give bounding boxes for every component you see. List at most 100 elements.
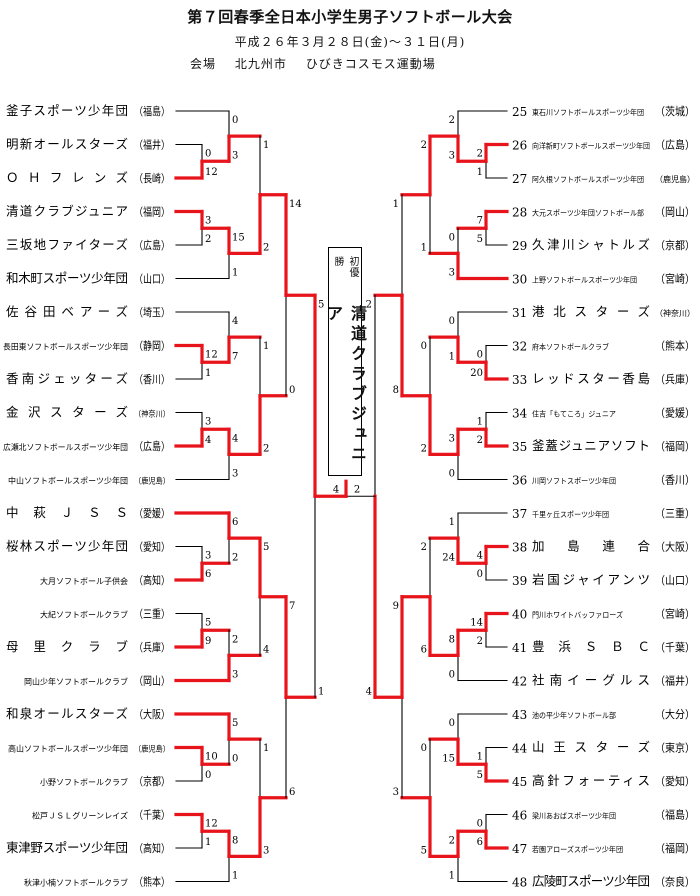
team-name: 門川ホワイトバッファローズ	[532, 610, 623, 620]
score-label: 5	[318, 299, 324, 310]
score-label: 1	[477, 752, 483, 763]
score-label: 3	[449, 268, 455, 279]
team-entry: 大月ソフトボール子供会（高知）	[40, 573, 170, 587]
team-prefecture: （奈良）	[655, 875, 695, 889]
team-name: 佐谷田ベアーズ	[6, 304, 128, 319]
team-name: 若園アローズスポーツ少年団	[532, 844, 623, 854]
score-label: 6	[232, 517, 238, 528]
team-entry: 中山ソフトボールスポーツ少年団（鹿児島）	[8, 476, 170, 486]
team-prefecture: （高知）	[134, 573, 170, 587]
score-label: 7	[289, 601, 295, 612]
score-label: 0	[477, 350, 483, 361]
team-prefecture: （福島）	[134, 104, 170, 118]
team-prefecture: （長崎）	[134, 171, 170, 185]
score-label: 15	[442, 753, 455, 764]
team-number: 36	[512, 474, 527, 488]
score-label: 9	[205, 636, 211, 647]
score-label: 7	[232, 351, 238, 362]
team-number: 32	[512, 340, 527, 354]
team-number: 25	[512, 105, 527, 119]
score-label: 3	[232, 150, 238, 161]
team-prefecture: （京都）	[655, 238, 695, 252]
team-entry: ＯＨフレンズ（長崎）	[6, 170, 170, 185]
team-name: 明新オールスターズ	[6, 137, 128, 152]
team-prefecture: （広島）	[134, 439, 170, 453]
team-prefecture: （三重）	[655, 506, 695, 520]
score-label: 5	[205, 618, 211, 629]
score-label: 1	[232, 871, 238, 882]
team-name: 豊浜ＳＢＣ	[532, 639, 650, 654]
team-prefecture: （熊本）	[655, 339, 695, 353]
score-label: 0	[449, 670, 455, 681]
team-name: 清道クラブジュニア	[6, 204, 128, 219]
team-prefecture: （山口）	[655, 574, 695, 587]
team-name: 中萩ＪＳＳ	[6, 505, 128, 520]
team-name: 山王スターズ	[532, 740, 650, 755]
score-label: 1	[263, 341, 269, 352]
team-name: 小野ソフトボールクラブ	[40, 777, 128, 787]
team-prefecture: （広島）	[655, 138, 695, 152]
team-name: 高山ソフトボールスポーツ少年団	[8, 744, 128, 754]
score-label: 2	[421, 140, 427, 151]
team-number: 35	[512, 440, 527, 454]
team-number: 48	[512, 876, 527, 890]
team-name: 港北スターズ	[532, 304, 650, 319]
score-label: 5	[263, 542, 269, 553]
score-label: 1	[421, 242, 427, 253]
team-name: 香南ジェッターズ	[6, 371, 128, 386]
team-prefecture: （愛媛）	[655, 406, 695, 420]
score-label: 1	[449, 871, 455, 882]
score-label: 2	[263, 242, 269, 253]
score-label: 14	[289, 199, 302, 210]
score-label: 6	[289, 787, 295, 798]
team-number: 29	[512, 239, 527, 253]
team-name: 東石川ソフトボールスポーツ少年団	[532, 107, 644, 117]
score-label: 0	[421, 743, 427, 754]
team-number: 42	[512, 675, 527, 689]
team-name: 岩国ジャイアンツ	[532, 572, 650, 587]
score-label: 1	[393, 199, 399, 210]
team-number: 41	[512, 641, 527, 655]
score-label: 4	[205, 435, 211, 446]
score-label: 8	[449, 634, 455, 645]
team-entry: 金沢スターズ（神奈川）	[6, 405, 170, 420]
score-label: 4	[232, 316, 238, 327]
score-label: 0	[289, 385, 295, 396]
score-label: 2	[449, 115, 455, 126]
score-label: 1	[449, 351, 455, 362]
team-entry: 和木町スポーツ少年団（山口）	[6, 271, 170, 286]
team-entry: 佐谷田ベアーズ（埼玉）	[6, 304, 170, 319]
champion-name: 清道クラブジュニア	[324, 305, 367, 466]
team-prefecture: （福岡）	[655, 841, 695, 855]
team-number: 43	[512, 708, 527, 722]
score-label: 8	[232, 835, 238, 846]
team-entry: 清道クラブジュニア（福岡）	[6, 204, 170, 219]
team-number: 45	[512, 775, 527, 789]
team-prefecture: （神奈川）	[655, 308, 695, 318]
score-label: 5	[477, 234, 483, 245]
score-label: 1	[232, 268, 238, 279]
team-prefecture: （大分）	[655, 707, 695, 721]
score-label: 0	[449, 232, 455, 243]
score-label: 0	[232, 115, 238, 126]
team-prefecture: （愛媛）	[134, 506, 170, 520]
team-name: 和泉オールスターズ	[6, 706, 128, 721]
team-name: 加島連合	[532, 539, 650, 554]
score-label: 20	[470, 368, 483, 379]
score-label: 0	[477, 819, 483, 830]
team-name: 向洋新町ソフトボールスポーツ少年団	[532, 141, 650, 151]
